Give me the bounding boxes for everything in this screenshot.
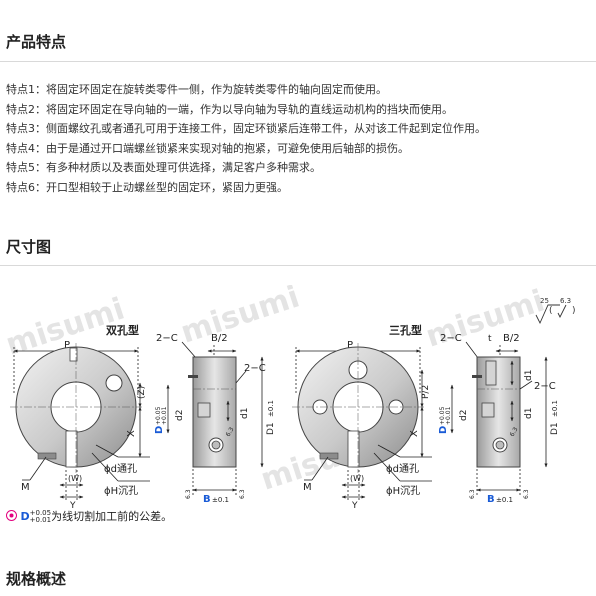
roughness-mark: 6.3 <box>523 489 530 499</box>
triple-dim-B: B ±0.1 6.3 6.3 6.3 <box>469 426 530 505</box>
triple-dim-D: D +0.05 +0.01 d2 <box>438 384 469 434</box>
roughness-mark: 6.3 <box>225 426 236 438</box>
dim-label: d2 <box>459 410 469 421</box>
feature-item: 特点1：将固定环固定在旋转类零件一侧，作为旋转类零件的轴向固定而使用。 <box>6 83 387 96</box>
double-dim-zx: (Z) X <box>126 382 147 458</box>
feature-item: 特点6：开口型相较于止动螺丝型的固定环，紧固力更强。 <box>6 180 288 194</box>
triple-leader-M: M <box>303 456 329 493</box>
dim-label: Y <box>69 501 76 511</box>
triple-dim-p2x: P/2 X <box>409 369 431 458</box>
dim-D-label: D <box>154 426 165 434</box>
dim-label: P <box>347 340 353 351</box>
dim-tol: +0.05 <box>439 406 446 425</box>
feature-item: 特点4：由于是通过开口端螺丝锁紧来实现对轴的抱紧，可避免使用后轴部的损伤。 <box>6 141 409 155</box>
double-leader-M: M <box>21 456 47 493</box>
watermark-text: misumi <box>177 285 304 351</box>
dim-label: (W) <box>68 474 82 483</box>
triple-dim-right-side: d1 2−C d1 D1 ±0.1 <box>510 356 560 468</box>
note-prefix: D <box>20 510 30 523</box>
feature-item: 特点5：有多种材质以及表面处理可供选择，满足客户多种需求。 <box>6 161 321 175</box>
section-divider <box>0 265 596 266</box>
dim-tol: ±0.1 <box>496 496 513 504</box>
feature-item: 特点3：侧面螺纹孔或者通孔可用于连接工件，固定环锁紧后连带工件，从对该工件起到定… <box>6 122 486 136</box>
double-dim-wy: (W) Y <box>59 470 84 511</box>
double-dim-right-side: 2−C d1 D1 ±0.1 <box>226 356 276 468</box>
dim-label: d1 <box>524 370 534 381</box>
feature-list: 特点1：将固定环固定在旋转类零件一侧，作为旋转类零件的轴向固定而使用。 特点2：… <box>6 80 594 198</box>
roughness-mark: 6.3 <box>469 489 476 499</box>
hole-label: ϕH沉孔 <box>386 484 420 497</box>
roughness-mark: 6.3 <box>185 489 192 499</box>
roughness-mark: 6.3 <box>239 489 246 499</box>
dim-B-label: B <box>203 494 211 505</box>
dim-label: X <box>409 430 420 437</box>
dim-tol: +0.01 <box>161 406 168 425</box>
triple-side-view <box>472 356 521 468</box>
note-text: 为线切割加工前的公差。 <box>51 510 173 523</box>
feature-item: 特点2：将固定环固定在导向轴的一端，作为以导向轴为导轨的直线运动机构的挡块而使用… <box>6 102 453 116</box>
dim-label: (Z) <box>137 386 147 399</box>
dim-tol: +0.01 <box>445 406 452 425</box>
double-dim-B: B ±0.1 6.3 6.3 6.3 <box>185 426 246 505</box>
triple-type-title: 三孔型 <box>389 323 422 337</box>
warning-icon <box>6 510 17 521</box>
dimension-drawing: misumi misumi misumi misumi 25 ( 6.3 ) 双… <box>0 285 596 530</box>
section-divider <box>0 61 596 62</box>
dim-label: P <box>64 340 70 351</box>
dimension-drawing-svg: misumi misumi misumi misumi 25 ( 6.3 ) 双… <box>2 285 576 511</box>
dim-label: t <box>488 334 492 344</box>
section-title-specs: 规格概述 <box>6 570 67 588</box>
dim-B-label: B <box>487 494 495 505</box>
hole-label: ϕH沉孔 <box>104 484 138 497</box>
dim-label: B/2 <box>503 333 520 344</box>
dim-label: D1 <box>550 422 560 435</box>
dim-label: 2−C <box>244 363 266 374</box>
triple-leader-holes: ϕd通孔 ϕH沉孔 <box>373 444 432 497</box>
dim-tol: ±0.1 <box>267 400 275 417</box>
dim-label: d1 <box>240 408 250 419</box>
note-tolerance: +0.05+0.01 <box>30 510 51 524</box>
dim-label: 2−C <box>534 381 556 392</box>
dim-label: X <box>126 430 137 437</box>
note-tol-up: +0.05 <box>29 509 52 517</box>
roughness-a: 25 <box>540 297 549 305</box>
watermark-text: misumi <box>422 285 549 355</box>
dim-label: Y <box>351 501 358 511</box>
dim-label: M <box>303 482 312 493</box>
double-leader-holes: ϕd通孔 ϕH沉孔 <box>91 444 150 497</box>
hole-label: ϕd通孔 <box>104 463 137 475</box>
double-type-title: 双孔型 <box>106 323 139 337</box>
note-tol-low: +0.01 <box>29 516 52 524</box>
dim-D-label: D <box>438 426 449 434</box>
svg-text:(: ( <box>549 306 553 316</box>
roughness-mark: 6.3 <box>509 426 520 438</box>
triple-dim-wy: (W) Y <box>341 470 366 511</box>
hole-label: ϕd通孔 <box>386 463 419 475</box>
dim-label: 2−C <box>440 333 462 344</box>
svg-text:): ) <box>572 306 576 316</box>
dim-label: d1 <box>524 408 534 419</box>
dim-label: P/2 <box>421 385 431 399</box>
dim-tol: ±0.1 <box>212 496 229 504</box>
dim-label: 2−C <box>156 333 178 344</box>
roughness-symbol: 25 ( 6.3 ) <box>535 297 576 325</box>
triple-front-view <box>292 343 424 473</box>
dim-label: B/2 <box>211 333 228 344</box>
dim-label: D1 <box>266 422 276 435</box>
dim-tol: ±0.1 <box>551 400 559 417</box>
dim-label: (W) <box>350 474 364 483</box>
dim-label: M <box>21 482 30 493</box>
double-front-view <box>10 343 142 473</box>
double-side-view <box>188 356 237 468</box>
dim-label: d2 <box>175 410 185 421</box>
double-dim-D: D +0.05 +0.01 d2 <box>154 384 185 434</box>
section-title-dimensions: 尺寸图 <box>6 238 52 256</box>
roughness-b: 6.3 <box>560 297 571 305</box>
section-title-features: 产品特点 <box>6 33 67 51</box>
dim-tol: +0.05 <box>155 406 162 425</box>
